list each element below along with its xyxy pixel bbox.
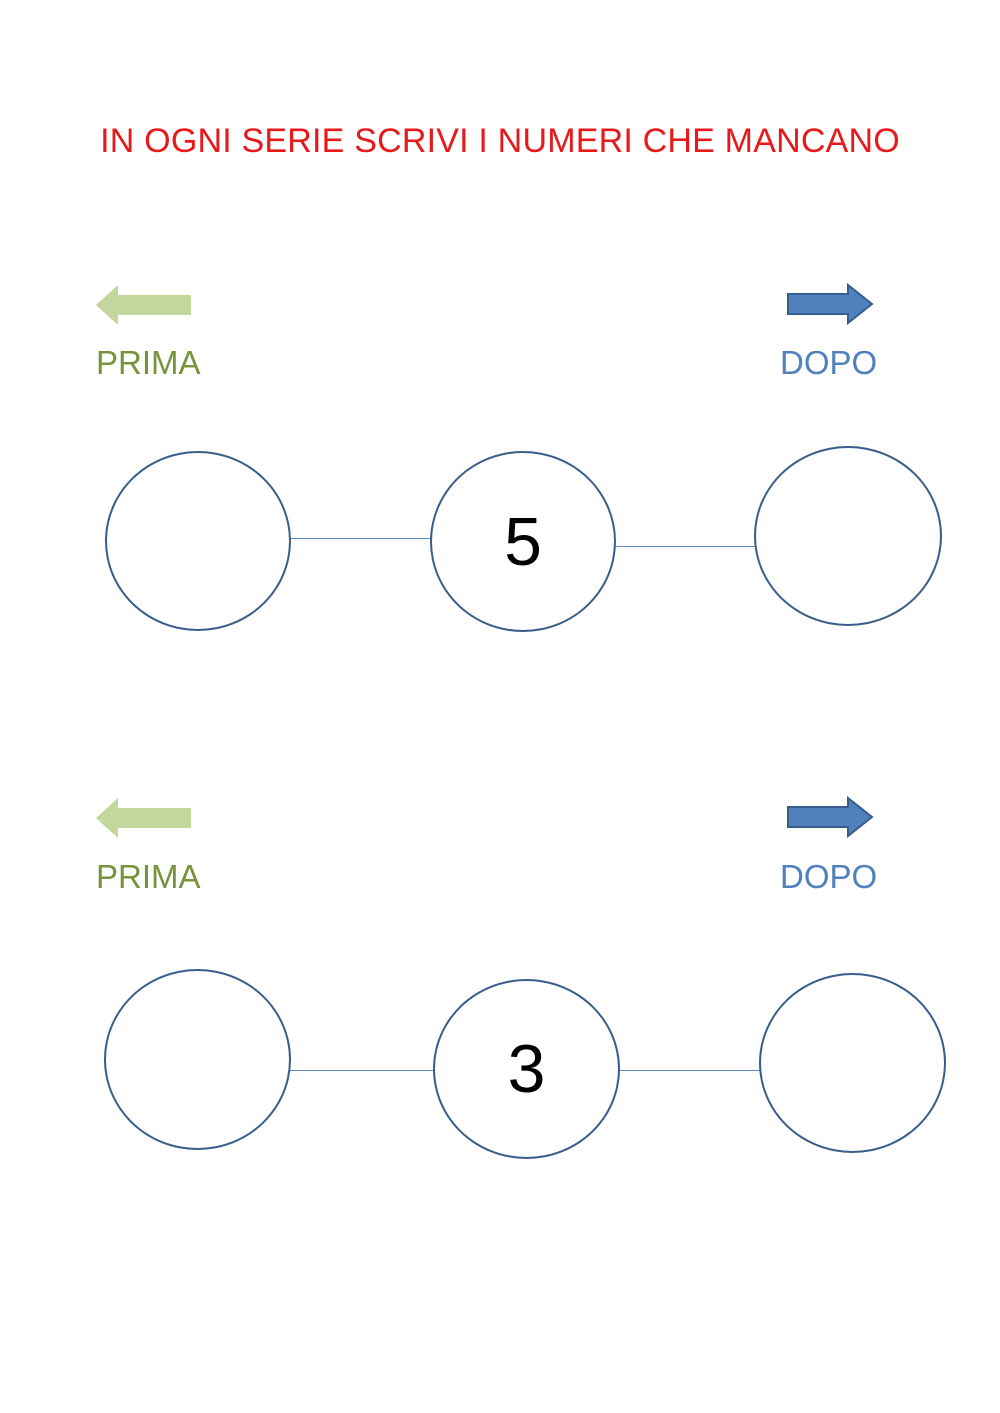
connector-line (288, 1070, 436, 1071)
right-arrow-icon (787, 796, 874, 838)
center-number-circle: 3 (433, 979, 620, 1159)
dopo-label: DOPO (780, 858, 878, 895)
after-number-circle[interactable] (759, 973, 946, 1153)
left-arrow-icon (96, 798, 191, 838)
right-arrow-icon (787, 283, 874, 325)
center-number-circle: 5 (430, 451, 616, 632)
prima-label: PRIMA (96, 858, 201, 895)
prima-label: PRIMA (96, 344, 201, 381)
center-number-value: 3 (507, 1031, 546, 1107)
connector-line (613, 546, 757, 547)
left-arrow-icon (96, 285, 191, 325)
before-number-circle[interactable] (104, 969, 291, 1150)
before-number-circle[interactable] (105, 451, 291, 631)
after-number-circle[interactable] (754, 446, 942, 626)
connector-line (617, 1070, 763, 1071)
dopo-label: DOPO (780, 344, 878, 381)
center-number-value: 5 (504, 503, 542, 580)
connector-line (288, 538, 432, 539)
page-title: IN OGNI SERIE SCRIVI I NUMERI CHE MANCAN… (100, 122, 900, 160)
